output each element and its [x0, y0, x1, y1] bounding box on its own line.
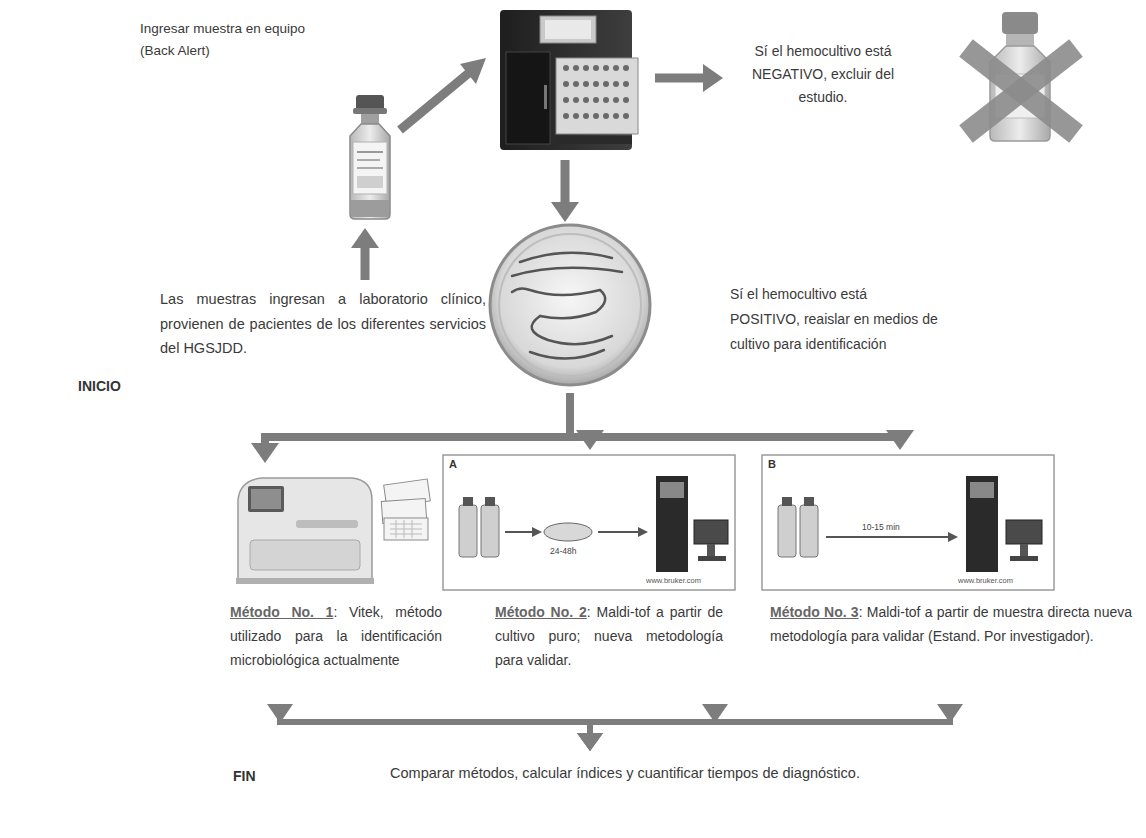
- url-label: www.bruker.com: [646, 576, 701, 585]
- arrow-head: [351, 228, 379, 248]
- excluded-bottle: [966, 12, 1076, 141]
- maldi-direct-figure: [762, 455, 1054, 590]
- method-text: Método No. 2: Maldi-tof a partir de cult…: [495, 600, 723, 672]
- panel-letter: B: [768, 458, 776, 470]
- step-text: Ingresar muestra en equipo (Back Alert): [140, 18, 310, 62]
- step-text: Las muestras ingresan a laboratorio clín…: [160, 287, 486, 361]
- method-text: Método No. 3: Maldi-tof a partir de mues…: [770, 600, 1132, 648]
- method-box: Método No. 1: Vitek, método utilizado pa…: [226, 466, 446, 700]
- flow-connector: [251, 393, 570, 463]
- connector-line: [590, 706, 950, 734]
- flow-connector: [655, 64, 723, 92]
- connector-line: [361, 247, 370, 280]
- method-box: Método No. 3: Maldi-tof a partir de mues…: [758, 453, 1138, 700]
- flow-connector: [577, 704, 728, 751]
- arrow-head: [551, 202, 579, 222]
- merge-marker: [267, 704, 293, 723]
- negative-step: Sí el hemocultivo está NEGATIVO, excluir…: [728, 8, 1090, 148]
- connector-line: [561, 160, 570, 203]
- connector-line: [570, 393, 900, 437]
- step-text: Comparar métodos, calcular índices y cua…: [390, 760, 860, 786]
- method-heading: Método No. 3: [770, 604, 859, 620]
- connector-line: [265, 393, 570, 444]
- time-label: 24-48h: [550, 546, 576, 556]
- step-text: Sí el hemocultivo está POSITIVO, reaisla…: [730, 282, 938, 357]
- incubator-machine: [500, 10, 638, 150]
- method-heading: Método No. 2: [495, 604, 587, 620]
- start-label: INICIO: [78, 378, 121, 394]
- arrow-head: [577, 733, 603, 751]
- arrow-head: [251, 443, 279, 463]
- flow-connector: [551, 160, 579, 222]
- end-label: FIN: [233, 768, 256, 784]
- positive-step: Sí el hemocultivo está POSITIVO, reaisla…: [488, 225, 940, 390]
- step-text: Sí el hemocultivo está NEGATIVO, excluir…: [733, 40, 913, 109]
- culture-bottle: [350, 95, 390, 219]
- method-text: Método No. 1: Vitek, método utilizado pa…: [230, 600, 442, 672]
- petri-dish: [490, 225, 650, 385]
- arrow-head: [703, 64, 723, 92]
- method-heading: Método No. 1: [230, 604, 333, 620]
- incubation-step: Ingresar muestra en equipo (Back Alert): [136, 12, 650, 225]
- result-step: Comparar métodos, calcular índices y cua…: [383, 756, 867, 818]
- panel-letter: A: [449, 458, 457, 470]
- flow-connector: [267, 704, 603, 751]
- flow-connector: [570, 393, 914, 450]
- arrow-head: [577, 733, 603, 751]
- flow-arrow: [400, 58, 486, 130]
- flow-connector: [351, 228, 379, 280]
- flow-connector: [570, 393, 604, 450]
- merge-marker: [937, 704, 963, 723]
- url-label: www.bruker.com: [958, 576, 1013, 585]
- time-label: 10-15 min: [862, 522, 900, 532]
- arrow-head: [886, 430, 914, 450]
- flow-connector: [577, 704, 963, 751]
- intake-step: Las muestras ingresan a laboratorio clín…: [156, 283, 490, 369]
- arrow-head: [577, 733, 603, 751]
- maldi-culture-figure: [443, 455, 735, 590]
- connector-line: [280, 706, 590, 734]
- connector-line: [655, 74, 704, 83]
- vitek-instrument: [236, 478, 430, 584]
